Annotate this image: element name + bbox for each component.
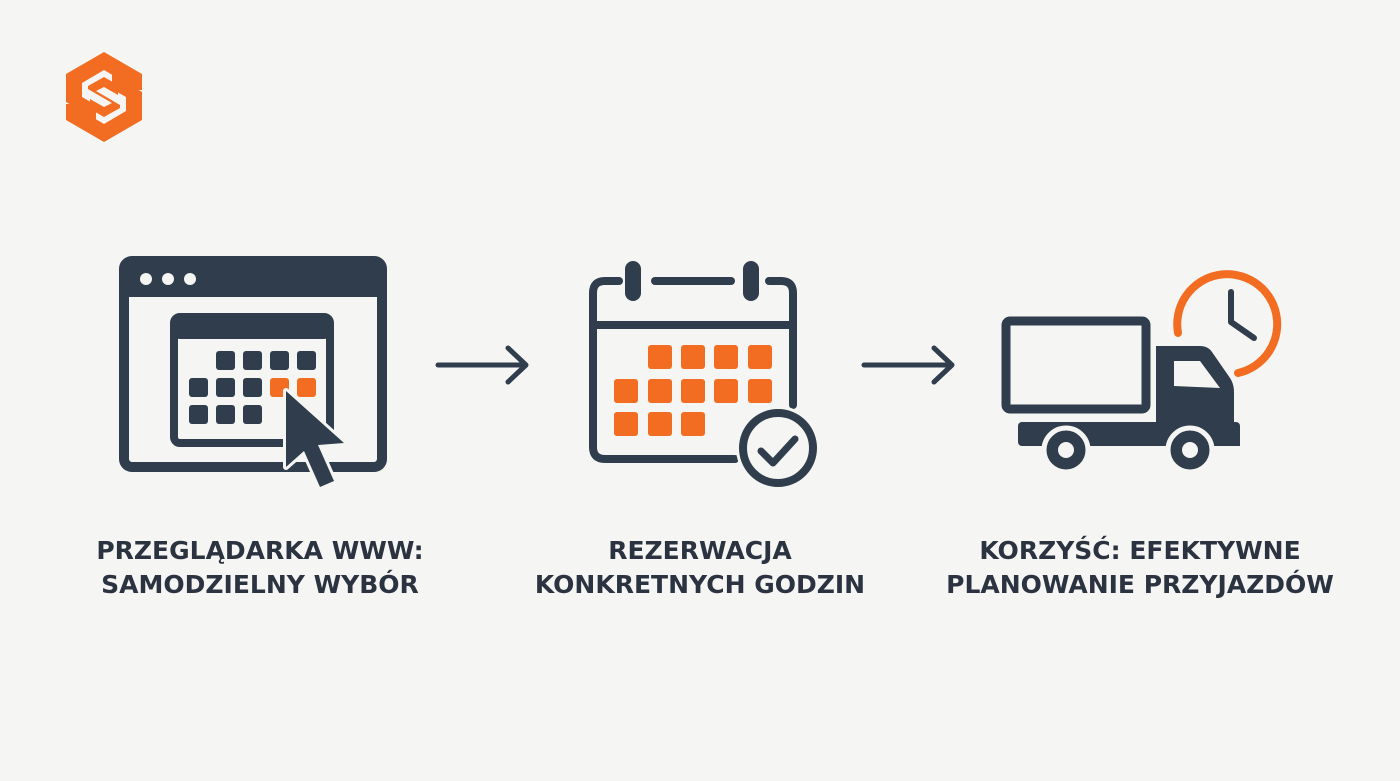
calendar-check-icon xyxy=(589,261,820,490)
step-3-icon xyxy=(998,258,1288,475)
step-1-label-line-2: SAMODZIELNY WYBÓR xyxy=(101,570,419,599)
step-1-icon xyxy=(118,255,388,495)
arrow-right-icon xyxy=(435,345,529,385)
step-2-label-line-1: REZERWACJA xyxy=(608,536,792,565)
step-3-label-line-1: KORZYŚĆ: EFEKTYWNE xyxy=(979,536,1301,565)
step-2-icon xyxy=(585,255,830,495)
step-3-label-line-2: PLANOWANIE PRZYJAZDÓW xyxy=(946,570,1334,599)
step-2-label-line-2: KONKRETNYCH GODZIN xyxy=(534,570,866,599)
step-1-label-line-1: PRZEGLĄDARKA WWW: xyxy=(96,536,424,565)
arrow-connector-2 xyxy=(858,340,958,390)
step-1-label: PRZEGLĄDARKA WWW: SAMODZIELNY WYBÓR xyxy=(60,534,460,602)
step-3-label: KORZYŚĆ: EFEKTYWNE PLANOWANIE PRZYJAZDÓW xyxy=(940,534,1340,602)
arrow-connector-1 xyxy=(432,340,532,390)
step-2-label: REZERWACJA KONKRETNYCH GODZIN xyxy=(500,534,900,602)
browser-calendar-cursor-icon xyxy=(119,256,387,490)
hexagon-s-logo-icon xyxy=(66,52,142,142)
logo xyxy=(62,50,146,144)
arrow-right-icon xyxy=(861,345,955,385)
truck-clock-icon xyxy=(1001,270,1282,475)
